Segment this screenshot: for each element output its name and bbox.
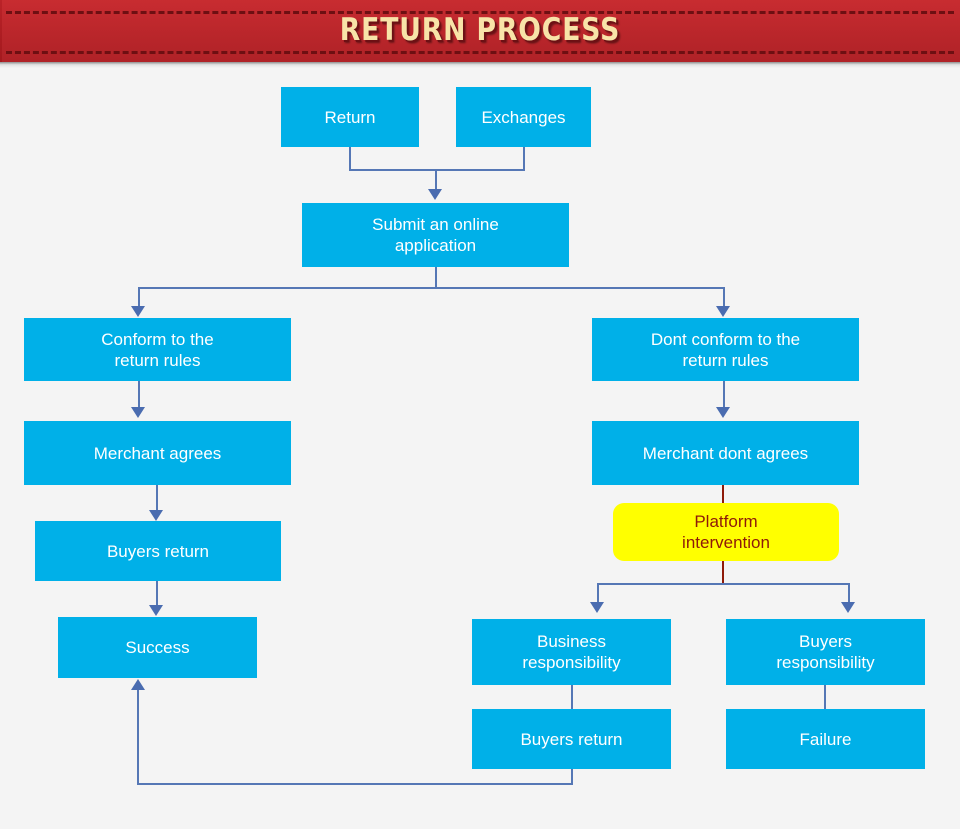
edge-buyers-to-failure	[824, 685, 826, 710]
arrow-to-merchant-agrees	[131, 407, 145, 418]
edge-loop-up	[137, 690, 139, 783]
edge-conform-to-merchant	[138, 381, 140, 409]
edge-merge-to-submit	[435, 169, 437, 193]
node-merchant-dont-agrees[interactable]: Merchant dont agrees	[592, 421, 859, 485]
edge-not-conform-to-merchant	[723, 381, 725, 409]
node-platform-intervention[interactable]: Platform intervention	[613, 503, 839, 561]
node-submit-application[interactable]: Submit an online application	[302, 203, 569, 267]
edge-split-bar-main	[138, 287, 725, 289]
node-success[interactable]: Success	[58, 617, 257, 678]
node-merchant-agrees[interactable]: Merchant agrees	[24, 421, 291, 485]
node-buyers-responsibility[interactable]: Buyers responsibility	[726, 619, 925, 685]
arrow-to-not-conform	[716, 306, 730, 317]
arrow-loop-to-success	[131, 679, 145, 690]
node-conform-to-return-rules[interactable]: Conform to the return rules	[24, 318, 291, 381]
edge-split-buyers	[848, 583, 850, 605]
arrow-to-conform	[131, 306, 145, 317]
arrow-to-business-responsibility	[590, 602, 604, 613]
node-exchanges[interactable]: Exchanges	[456, 87, 591, 147]
edge-merchant-to-buyers-return	[156, 485, 158, 513]
edge-loop-down	[571, 769, 573, 785]
edge-exchanges-down	[523, 147, 525, 171]
edge-submit-down	[435, 267, 437, 289]
edge-buyers-return-to-success	[156, 581, 158, 607]
edge-return-down	[349, 147, 351, 171]
banner-shadow	[0, 62, 960, 68]
arrow-to-submit	[428, 189, 442, 200]
node-failure[interactable]: Failure	[726, 709, 925, 769]
node-buyers-return-left[interactable]: Buyers return	[35, 521, 281, 581]
arrow-to-buyers-return-left	[149, 510, 163, 521]
node-buyers-return-right[interactable]: Buyers return	[472, 709, 671, 769]
edge-business-to-buyers-return	[571, 685, 573, 710]
edge-loop-across	[137, 783, 573, 785]
arrow-to-buyers-responsibility	[841, 602, 855, 613]
banner-stitch-top	[6, 11, 954, 14]
edge-split-right	[723, 287, 725, 309]
node-return[interactable]: Return	[281, 87, 419, 147]
header-banner: RETURN PROCESS	[0, 0, 960, 62]
edge-merge-bar-top	[349, 169, 525, 171]
node-dont-conform-to-return-rules[interactable]: Dont conform to the return rules	[592, 318, 859, 381]
page-title: RETURN PROCESS	[339, 12, 621, 48]
arrow-to-merchant-dont-agrees	[716, 407, 730, 418]
node-business-responsibility[interactable]: Business responsibility	[472, 619, 671, 685]
edge-split-left	[138, 287, 140, 309]
edge-split-business	[597, 583, 599, 605]
banner-stitch-bottom	[6, 51, 954, 54]
arrow-to-success	[149, 605, 163, 616]
edge-split-bar-platform	[597, 583, 848, 585]
